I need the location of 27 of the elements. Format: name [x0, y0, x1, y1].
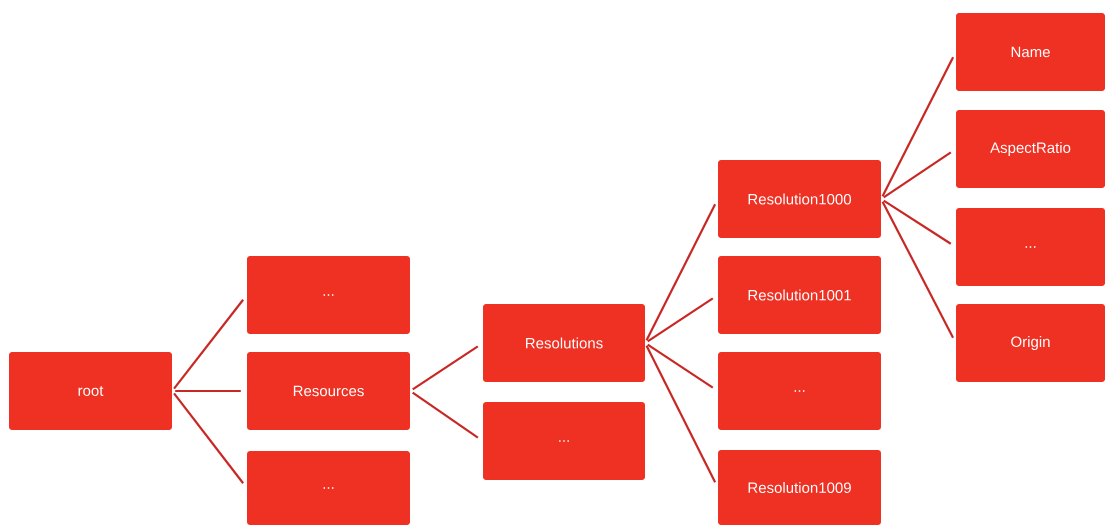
tree-box: Resolution1009 [718, 450, 881, 525]
connector-line [647, 343, 714, 389]
connector-line [881, 56, 955, 197]
connector-line [173, 392, 245, 484]
connector-line [175, 389, 241, 393]
connector-line [645, 203, 717, 341]
tree-box: Name [956, 13, 1105, 91]
connector-line [881, 201, 955, 339]
tree-box: root [9, 352, 172, 430]
tree-box: Resolution1000 [718, 160, 881, 238]
connector-line [412, 345, 479, 391]
connector-line [883, 199, 952, 245]
tree-box: Origin [956, 304, 1105, 382]
tree-box: ... [956, 208, 1105, 286]
tree-box: Resources [247, 352, 410, 430]
connector-line [173, 299, 244, 390]
tree-box: ... [718, 352, 881, 430]
connector-line [412, 391, 479, 439]
tree-box: ... [483, 402, 645, 480]
tree-box: ... [247, 256, 410, 334]
connector-line [647, 297, 714, 343]
tree-box: Resolutions [483, 304, 645, 382]
tree-box: AspectRatio [956, 110, 1105, 188]
tree-box: Resolution1001 [718, 256, 881, 334]
connector-line [883, 151, 952, 199]
connector-line [645, 345, 717, 483]
tree-box: ... [247, 451, 410, 525]
